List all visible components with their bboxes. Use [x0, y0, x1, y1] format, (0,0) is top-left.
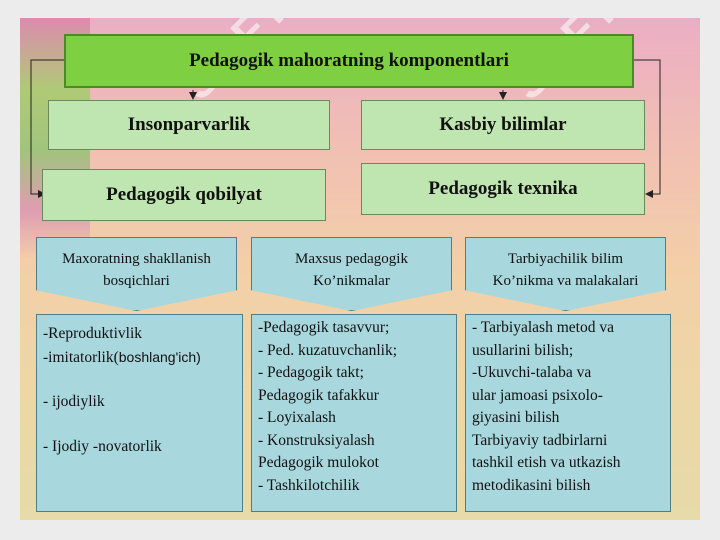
list-item: -Pedagogik tasavvur; [258, 319, 390, 336]
list-item: - Tashkilotchilik [258, 476, 360, 494]
connector-lines [30, 59, 661, 198]
list-item: - Tarbiyalash metod va [472, 319, 614, 336]
box-insonparvarlik: Insonparvarlik [48, 100, 330, 150]
list-item: -Reproduktivlik [43, 325, 143, 342]
list-item-part: -imitatorlik( [43, 348, 119, 366]
column-header-3-line1: Tarbiyachilik bilim [507, 251, 624, 267]
box-kasbiy-bilimlar: Kasbiy bilimlar [361, 100, 645, 150]
list-item: -Ukuvchi-talaba va [472, 364, 592, 381]
list-item: Tarbiyaviy tadbirlarni [472, 431, 608, 449]
page-title: Pedagogik mahoratning komponentlari [189, 50, 509, 71]
column-list-2: -Pedagogik tasavvur; - Ped. kuzatuvchanl… [251, 314, 457, 512]
list-item: - ijodiylik [43, 393, 105, 410]
pedagogik-qobilyat-label: Pedagogik qobilyat [106, 184, 262, 205]
list-item: tashkil etish va utkazish [472, 454, 621, 471]
list-item: - Konstruksiyalash [258, 431, 375, 449]
list-item: - Ped. kuzatuvchanlik; [258, 341, 398, 359]
box-pedagogik-qobilyat: Pedagogik qobilyat [42, 169, 326, 221]
column-header-3-line2: Ko’nikma va malakalari [492, 273, 639, 289]
list-item: -imitatorlik(boshlang'ich) [43, 346, 236, 370]
list-item: - Ijodiy -novatorlik [43, 437, 162, 455]
list-item: Pedagogik tafakkur [258, 386, 379, 404]
list-item: - Pedagogik takt; [258, 364, 364, 381]
list-item: - Loyixalash [258, 409, 336, 426]
arrow-to-pedagogik-qobilyat [30, 59, 64, 198]
column-header-1-line2: bosqichlari [103, 273, 170, 289]
insonparvarlik-label: Insonparvarlik [127, 114, 251, 135]
column-header-2-line1: Maxsus pedagogik [295, 251, 408, 267]
list-item: usullarini bilish; [472, 341, 574, 359]
list-item: Pedagogik mulokot [258, 454, 379, 471]
pedagogik-texnika-label: Pedagogik texnika [428, 178, 578, 199]
kasbiy-bilimlar-label: Kasbiy bilimlar [439, 114, 567, 135]
column-list-3: - Tarbiyalash metod va usullarini bilish… [465, 314, 671, 512]
list-item: ular jamoasi psixolo- [472, 386, 603, 404]
list-item: giyasini bilish [472, 409, 560, 426]
list-spacer [43, 414, 236, 436]
column-list-1: -Reproduktivlik -imitatorlik(boshlang'ic… [36, 314, 243, 512]
column-header-1-line1: Maxoratning shakllanish [62, 251, 211, 267]
slide: SOFT SOFT SOFT SOFT Pedagogik mahoratnin… [20, 18, 700, 520]
list-item: metodikasini bilish [472, 476, 591, 494]
column-header-2-line2: Ko’nikmalar [313, 273, 390, 289]
list-item-part: boshlang'ich) [118, 348, 201, 365]
list-spacer [43, 369, 236, 391]
title-box: Pedagogik mahoratning komponentlari [64, 34, 634, 88]
box-pedagogik-texnika: Pedagogik texnika [361, 163, 645, 215]
arrow-to-pedagogik-texnika [634, 59, 661, 198]
